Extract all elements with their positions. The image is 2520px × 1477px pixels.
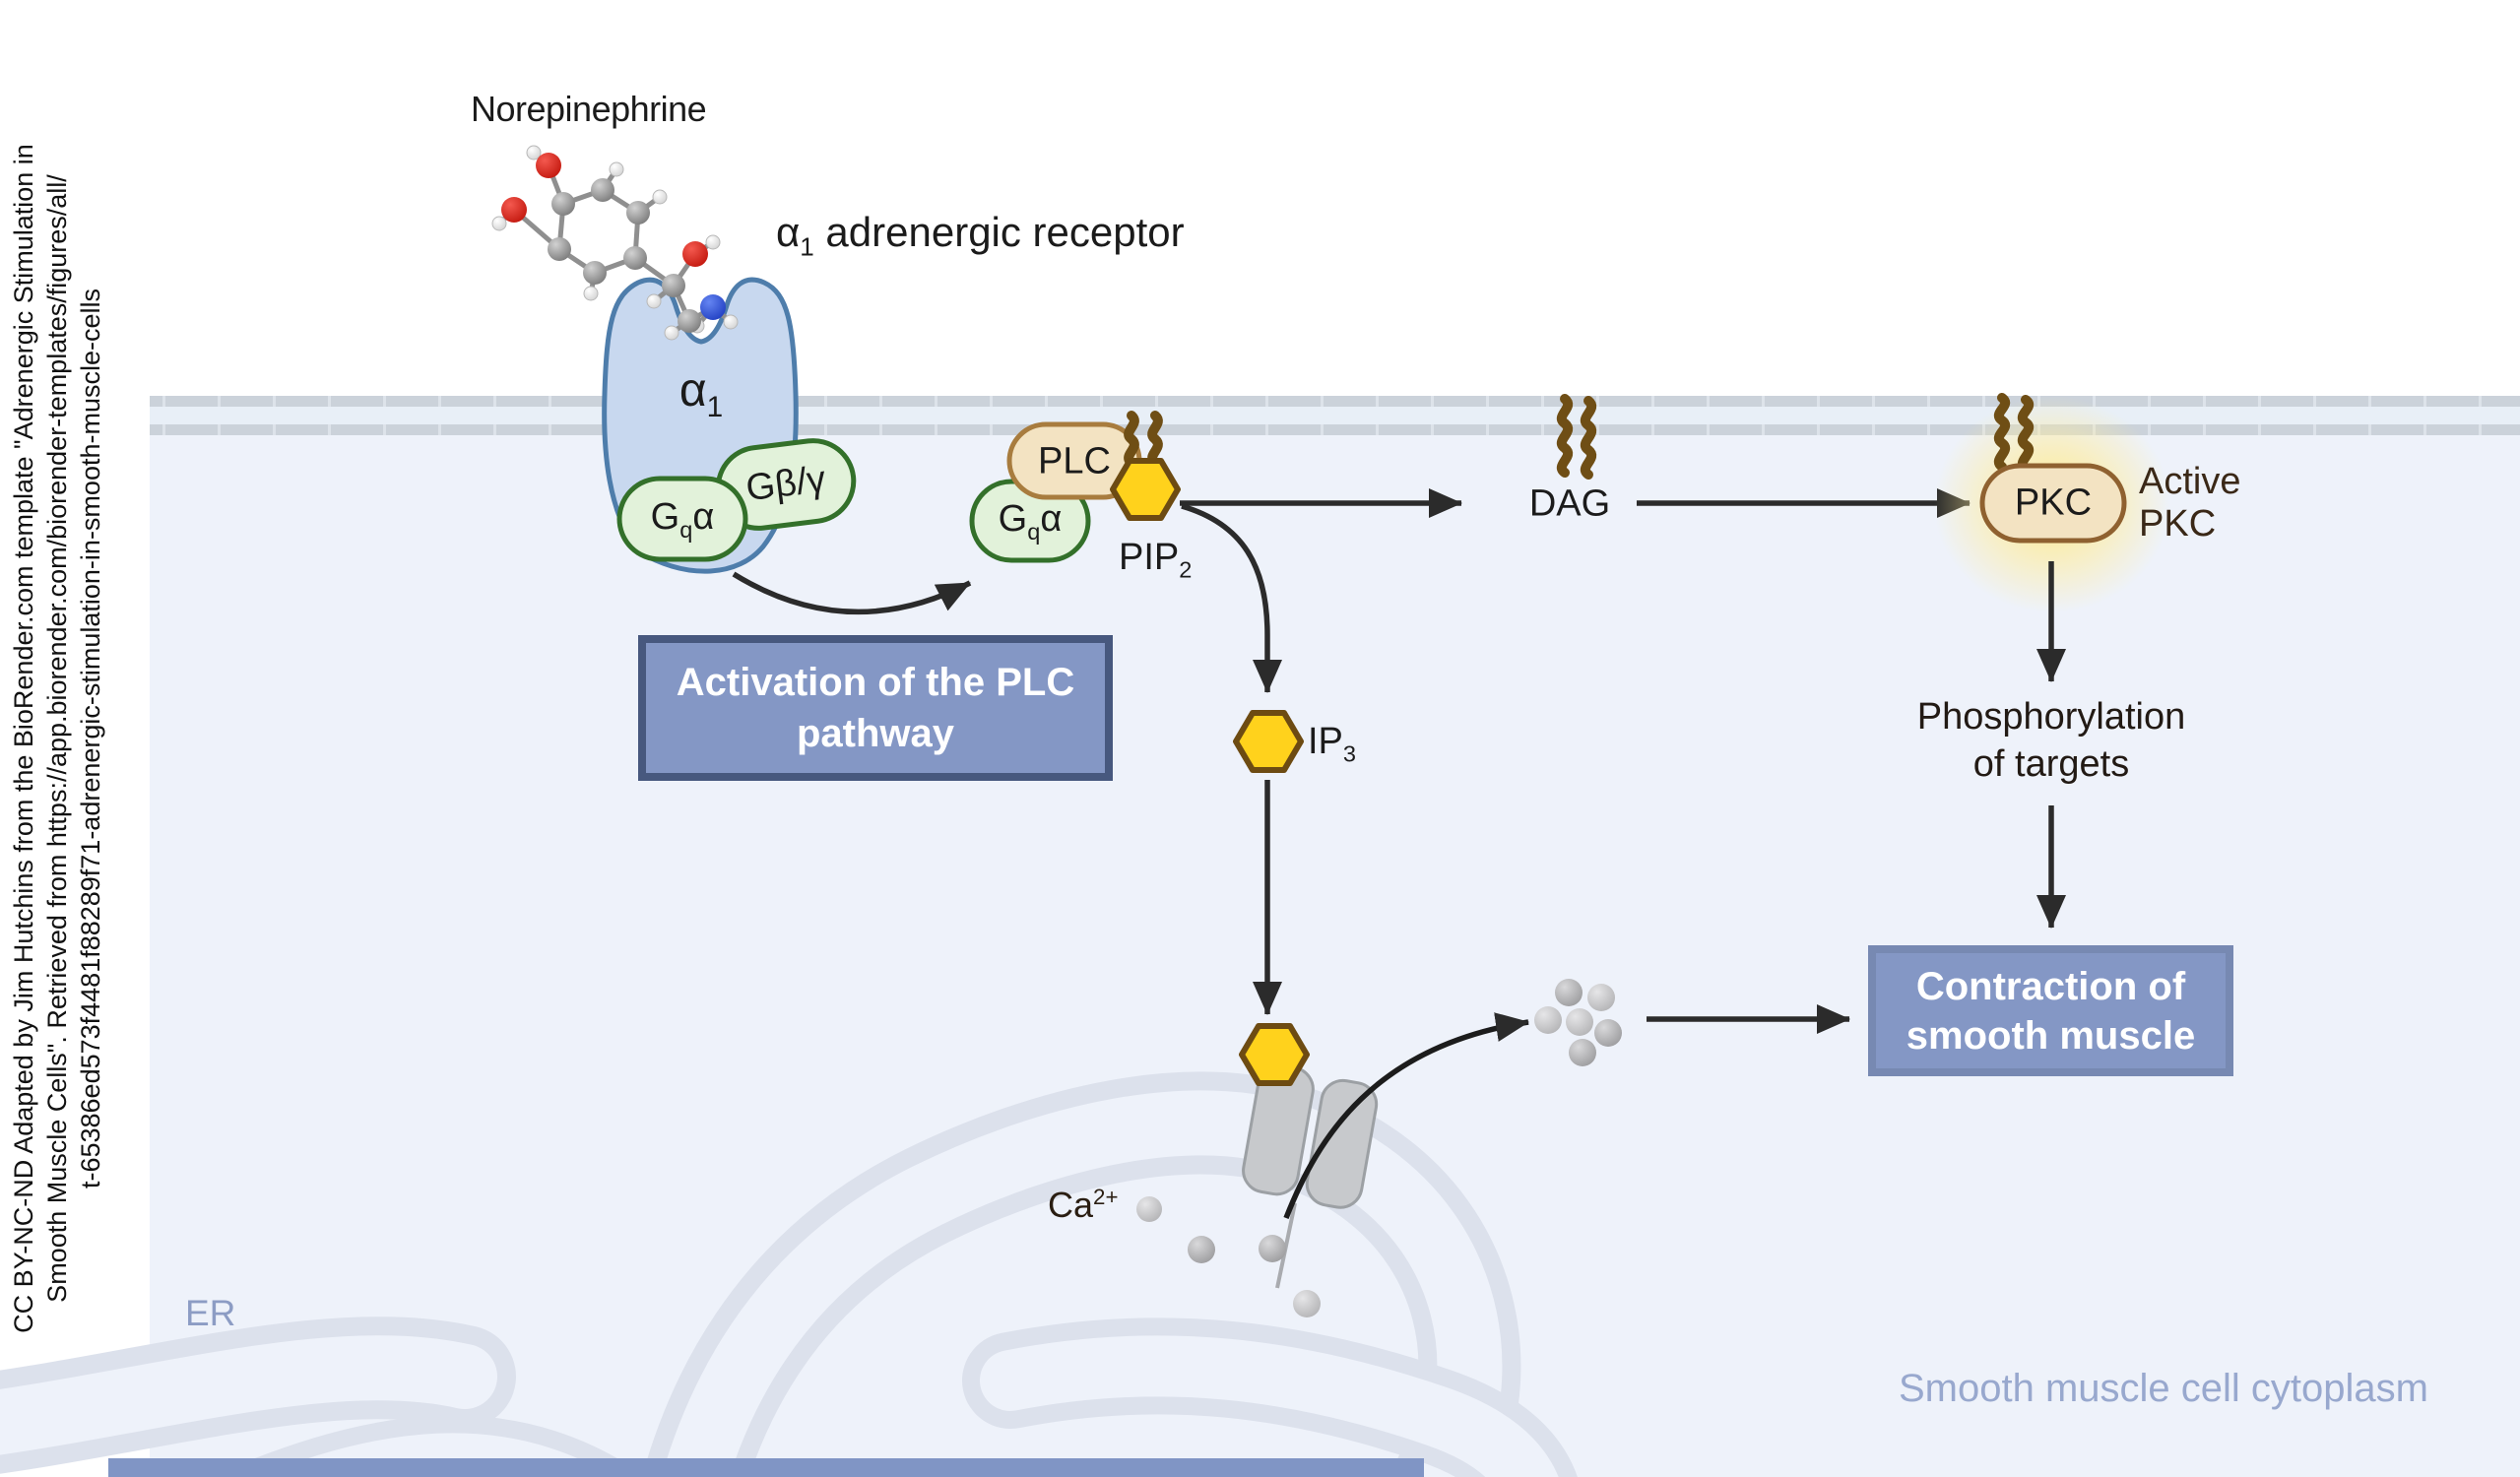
arrow-calcium-release bbox=[1283, 1012, 1529, 1220]
gq1-oval bbox=[616, 476, 748, 562]
attribution-line: t-65386ed573f4481f88289f71-adrenergic-st… bbox=[76, 289, 105, 1189]
dag-label: DAG bbox=[1528, 482, 1611, 525]
receptor-alpha1-label: α1 bbox=[678, 364, 724, 423]
pip2-hexagon bbox=[1110, 458, 1181, 521]
ip3-hexagon bbox=[1233, 710, 1304, 773]
contraction-box-line: Contraction of bbox=[1915, 964, 2186, 1008]
ip3-hexagon-on-channel bbox=[1239, 1023, 1310, 1086]
er-calcium-channel bbox=[1242, 1063, 1379, 1289]
er-label: ER bbox=[185, 1293, 236, 1333]
pkc-oval bbox=[1979, 463, 2127, 544]
calcium-label: Ca2+ bbox=[1048, 1185, 1119, 1225]
g-protein-shapes bbox=[616, 438, 1091, 563]
bottom-cropped-strip bbox=[108, 1458, 1424, 1477]
activation-plc-box: Activation of the PLC pathway bbox=[638, 635, 1113, 781]
plasma-membrane bbox=[150, 396, 2520, 435]
pip2-label: PIP2 bbox=[1119, 537, 1193, 583]
attribution-text: CC BY-NC-ND Adapted by Jim Hutchins from… bbox=[7, 15, 107, 1462]
lipid-tail-icon bbox=[1124, 411, 1163, 468]
receptor-title: α1 adrenergic receptor bbox=[776, 209, 1185, 262]
contraction-box-line: smooth muscle bbox=[1906, 1013, 2196, 1058]
calcium-ions bbox=[1136, 979, 1622, 1317]
plc-label: PLC bbox=[1038, 440, 1111, 482]
carbon-atoms bbox=[548, 178, 701, 333]
attribution-line: Smooth Muscle Cells". Retrieved from htt… bbox=[42, 174, 72, 1303]
nitrogen-atom bbox=[700, 294, 726, 320]
norepinephrine-molecule bbox=[491, 145, 739, 341]
arrow-pip2-to-ip3 bbox=[1181, 503, 1282, 693]
hydrogen-atoms bbox=[491, 145, 739, 341]
lipid-tail-icon bbox=[1556, 394, 1597, 480]
phosphorylation-label: Phosphorylation of targets bbox=[1916, 696, 2186, 785]
arrow-gq-dissociation bbox=[732, 571, 972, 615]
activation-box-line: Activation of the PLC bbox=[676, 661, 1075, 704]
activation-box-line: pathway bbox=[796, 712, 955, 755]
lipid-tail-icon bbox=[1993, 393, 2035, 474]
gq-alpha-label: Gqα bbox=[998, 498, 1063, 545]
cytoplasm-label: Smooth muscle cell cytoplasm bbox=[1899, 1367, 2428, 1410]
contraction-box: Contraction of smooth muscle bbox=[1868, 945, 2233, 1076]
active-pkc-label: Active PKC bbox=[2139, 461, 2241, 545]
ip3-label: IP3 bbox=[1308, 721, 1357, 767]
gq-alpha-label: Gqα bbox=[650, 496, 715, 543]
attribution-line: CC BY-NC-ND Adapted by Jim Hutchins from… bbox=[9, 144, 38, 1333]
oxygen-atoms bbox=[501, 153, 708, 267]
norepinephrine-label: Norepinephrine bbox=[471, 89, 707, 129]
pkc-label: PKC bbox=[2014, 482, 2093, 524]
